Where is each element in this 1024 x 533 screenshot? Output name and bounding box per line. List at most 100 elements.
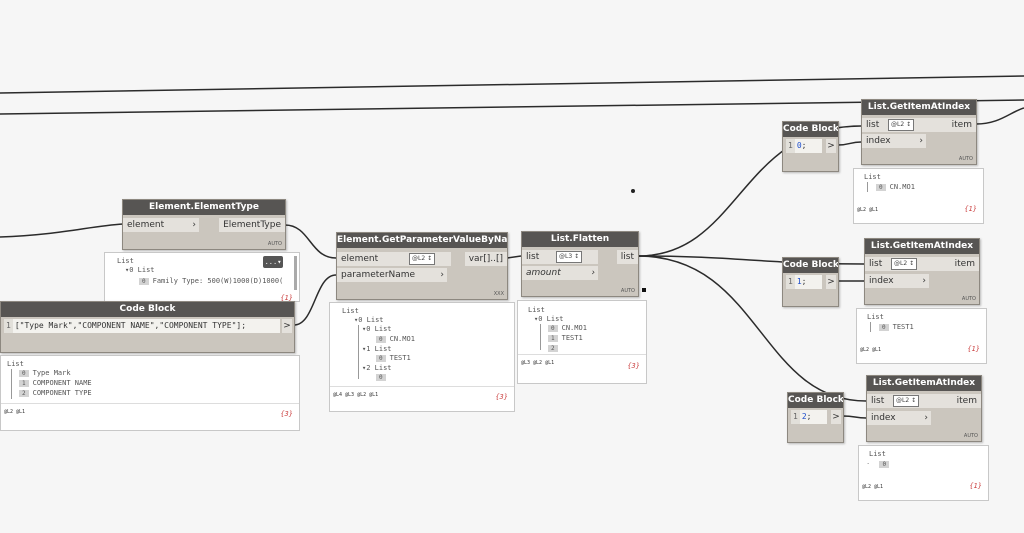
node-title: List.GetItemAtIndex xyxy=(867,376,981,391)
preview-count: {1} xyxy=(969,482,982,490)
level-badge[interactable]: @L2 ↕ xyxy=(891,258,918,270)
chevron-right-icon: › xyxy=(924,413,928,423)
code-number: 1 xyxy=(796,277,802,286)
level-badge[interactable]: @L2 ↕ xyxy=(893,395,920,407)
preview-levels: @L2 @L1 xyxy=(860,347,882,353)
preview-levels: @L2 @L1 xyxy=(862,484,884,490)
output-port[interactable]: > xyxy=(826,275,836,289)
port-label: > xyxy=(827,277,835,287)
pin-button[interactable]: ...▾ xyxy=(263,256,283,268)
output-port[interactable]: > xyxy=(831,410,841,424)
node-element-elementtype[interactable]: Element.ElementType element › ElementTyp… xyxy=(122,199,286,250)
lacing-label: AUTO xyxy=(267,241,282,247)
input-port-index[interactable]: index › xyxy=(867,411,931,425)
chevron-right-icon: › xyxy=(919,136,923,146)
input-port-element[interactable]: element @L2 ↕ xyxy=(337,252,451,266)
preview-levels: @L2 @L1 xyxy=(857,207,879,213)
input-port-list[interactable]: list @L2 ↕ xyxy=(867,394,957,408)
node-code-block-strings[interactable]: Code Block 1["Type Mark","COMPONENT NAME… xyxy=(0,301,295,353)
node-get-item-at-index-2[interactable]: List.GetItemAtIndex list @L2 ↕ item inde… xyxy=(866,375,982,442)
output-port[interactable]: > xyxy=(826,139,836,153)
preview-item-row: ‧ 0 xyxy=(867,460,893,468)
port-label: item xyxy=(954,259,975,269)
preview-sublist-label: List xyxy=(374,345,392,353)
chevron-right-icon: › xyxy=(192,220,196,230)
input-port-index[interactable]: index › xyxy=(865,274,929,288)
preview-index: 1 xyxy=(548,335,558,342)
preview-count: {1} xyxy=(964,205,977,213)
node-get-item-at-index-1[interactable]: List.GetItemAtIndex list @L2 ↕ item inde… xyxy=(864,238,980,305)
line-number: 1 xyxy=(4,319,13,333)
code-editor[interactable]: 1["Type Mark","COMPONENT NAME","COMPONEN… xyxy=(4,319,280,333)
level-badge[interactable]: @L2 ↕ xyxy=(409,253,436,265)
port-label: index xyxy=(866,136,891,146)
output-port[interactable]: > xyxy=(282,319,292,333)
node-get-parameter-value[interactable]: Element.GetParameterValueByName element … xyxy=(336,232,508,300)
node-get-item-at-index-0[interactable]: List.GetItemAtIndex list @L2 ↕ item inde… xyxy=(861,99,977,165)
wire-left-in xyxy=(0,223,124,238)
preview-item-value: Type Mark xyxy=(32,369,71,377)
output-port-item[interactable]: item xyxy=(947,118,976,132)
wire-gia0-out xyxy=(975,107,1024,125)
wire-cb0-to-gia0 xyxy=(837,141,862,146)
input-port-list[interactable]: list @L2 ↕ xyxy=(862,118,952,132)
output-port-var[interactable]: var[]..[] xyxy=(464,252,507,266)
code-suffix: ; xyxy=(806,412,812,421)
preview-index: 0 xyxy=(876,184,886,191)
wire-getparam-to-flatten xyxy=(506,255,522,259)
preview-item-value: CN.MO1 xyxy=(561,324,587,332)
preview-item-row: 0 xyxy=(376,373,390,381)
input-port-element[interactable]: element › xyxy=(123,218,199,232)
output-port-item[interactable]: item xyxy=(952,394,981,408)
preview-sublist: ▾0 List xyxy=(125,266,155,274)
input-port-list[interactable]: list @L3 ↕ xyxy=(522,250,598,264)
lacing-label: AUTO xyxy=(958,156,973,162)
node-title: Code Block xyxy=(783,258,838,273)
canvas-marker-dot xyxy=(631,189,635,193)
port-label: list xyxy=(620,252,634,262)
code-suffix: ; xyxy=(801,141,807,150)
preview-list-label: List xyxy=(528,306,545,314)
preview-item-value: COMPONENT TYPE xyxy=(32,389,92,397)
port-label: item xyxy=(956,396,977,406)
preview-index: 2 xyxy=(366,364,371,372)
preview-sublist-label: List xyxy=(374,325,392,333)
output-port-elementtype[interactable]: ElementType xyxy=(219,218,285,232)
input-port-index[interactable]: index › xyxy=(862,134,926,148)
node-title: Element.GetParameterValueByName xyxy=(337,233,507,248)
port-label: index xyxy=(871,413,896,423)
node-list-flatten[interactable]: List.Flatten list @L3 ↕ list amount › AU… xyxy=(521,231,639,297)
level-badge[interactable]: @L2 ↕ xyxy=(888,119,915,131)
level-badge[interactable]: @L3 ↕ xyxy=(556,251,583,263)
preview-index: 1 xyxy=(366,345,371,353)
preview-scrollbar[interactable] xyxy=(294,256,297,290)
badge-label: @L2 xyxy=(896,397,910,404)
input-port-parametername[interactable]: parameterName › xyxy=(337,268,447,282)
preview-item-value: TEST1 xyxy=(561,334,583,342)
preview-item-value: CN.MO1 xyxy=(389,335,415,343)
output-port-list[interactable]: list xyxy=(616,250,638,264)
preview-sublist: ▾1 List xyxy=(362,345,392,353)
output-port-item[interactable]: item xyxy=(950,257,979,271)
code-number: 2 xyxy=(801,412,807,421)
input-port-amount[interactable]: amount › xyxy=(522,266,598,280)
input-port-list[interactable]: list @L2 ↕ xyxy=(865,257,955,271)
port-label: element xyxy=(341,254,379,264)
preview-index: 0 xyxy=(879,461,890,468)
preview-index: 0 xyxy=(879,324,889,331)
